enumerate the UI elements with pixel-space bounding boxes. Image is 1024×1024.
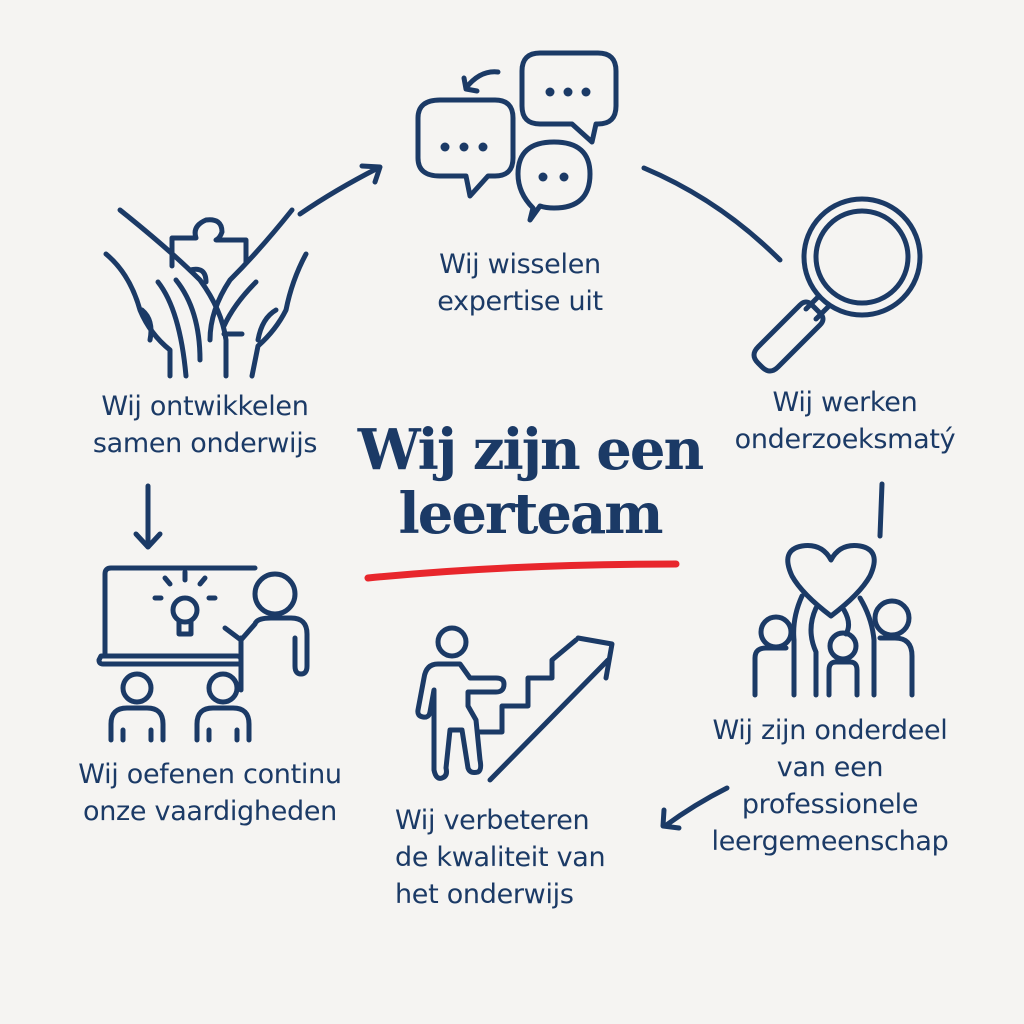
step-label-onderzoek: Wij werken onderzoeksmatý <box>734 387 956 455</box>
step-label-kwaliteit: Wij verbeteren de kwaliteit van het onde… <box>395 805 606 910</box>
arrow-down-to-vaardigheden <box>133 483 163 550</box>
step-label-vaardigheden: Wij oefenen continu onze vaardigheden <box>78 759 342 827</box>
step-label-ontwikkelen: Wij ontwikkelen samen onderwijs <box>92 391 318 459</box>
red-underline <box>364 560 680 582</box>
step-label-leergemeenschap: Wij zijn onderdeel van een professionele… <box>711 715 949 857</box>
speech-bubbles-icon <box>415 50 619 223</box>
connector-line-right <box>877 481 885 539</box>
stairs-climber-icon <box>415 625 615 783</box>
page-title: Wij zijn een leerteam <box>340 418 720 546</box>
step-label-expertise: Wij wisselen expertise uit <box>437 249 603 317</box>
arrow-to-expertise <box>297 163 383 217</box>
classroom-presentation-icon <box>96 565 310 743</box>
arrow-to-kwaliteit <box>660 785 730 831</box>
community-heart-icon <box>752 543 915 698</box>
hands-puzzle-icon <box>103 207 309 379</box>
title-line-1: Wij zijn een <box>357 417 704 483</box>
connector-line-top-right <box>641 165 783 263</box>
magnifying-glass-icon <box>751 196 923 374</box>
title-line-2: leerteam <box>398 481 663 547</box>
